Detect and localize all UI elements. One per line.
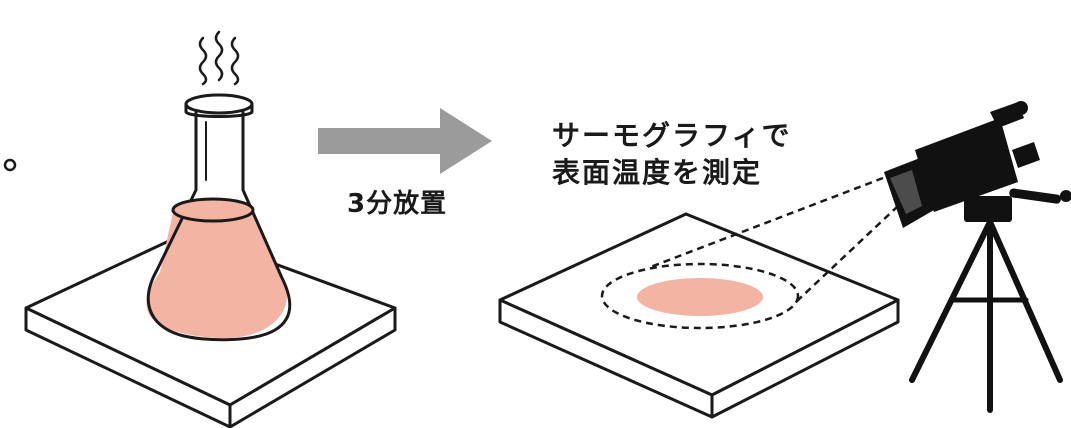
erlenmeyer-flask <box>146 93 292 342</box>
step-label: 3分放置 <box>347 189 448 219</box>
heat-spot <box>637 278 763 316</box>
caption-line-1: サーモグラフィで <box>552 119 792 152</box>
flask-liquid <box>146 199 287 339</box>
tripod <box>909 219 1063 413</box>
measurement-area-outline <box>600 262 800 330</box>
small-circle-mark <box>3 158 17 172</box>
process-arrow <box>318 108 492 174</box>
video-camera <box>884 101 1040 228</box>
caption-line-2: 表面温度を測定 <box>552 156 763 189</box>
camera-view-lines <box>647 176 899 303</box>
tripod-head <box>964 188 1071 222</box>
steam-lines <box>198 30 240 86</box>
